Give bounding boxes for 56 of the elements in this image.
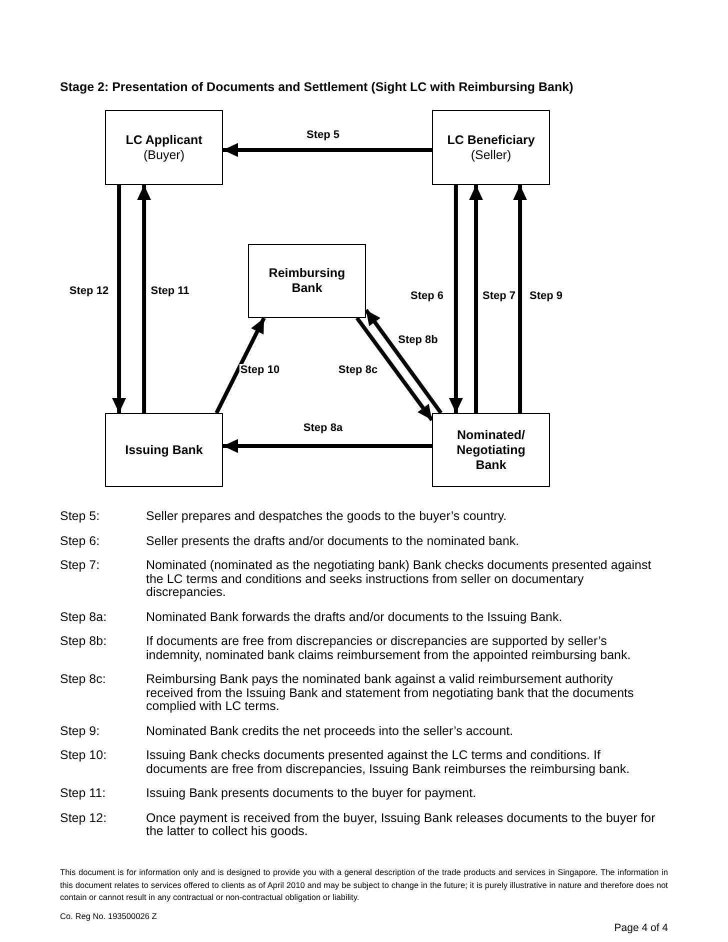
edge-label: Step 8c <box>337 364 379 376</box>
step-number: Step 6: <box>60 534 101 548</box>
disclaimer-text: This document is for information only and is designed to provide you with a general description of the trade products and services in Singapore. The information in this document relates to services offered to clients as of April 2010 and may be subject to change in the future; it is purely illustrative in nature and therefore does not contain or cannot result in any contractual or non-contractual obligation or liability. <box>60 866 668 904</box>
arrow <box>469 185 484 413</box>
step-description: Seller prepares and despatches the goods to the buyer’s country. <box>146 510 508 524</box>
step-description: Nominated (nominated as the negotiating bank) Bank checks documents presented against the LC terms and conditions and seeks instructions from seller on documentary discrepancies. <box>146 559 652 600</box>
page-number: Page 4 of 4 <box>614 922 668 934</box>
node-subtitle: (Buyer) <box>144 148 184 162</box>
arrow <box>223 439 432 453</box>
step-number: Step 7: <box>60 559 101 574</box>
edge-label: Step 10 <box>239 364 281 376</box>
node-title: LC Applicant <box>126 132 202 148</box>
step-description: Issuing Bank checks documents presented against the LC terms and conditions. If documents are free from discrepancies, Issuing Bank reimburses the reimbursing bank. <box>146 749 631 776</box>
edge-label: Step 8b <box>397 334 439 346</box>
step-number: Step 11: <box>60 787 107 800</box>
registration-number: Co. Reg No. 193500026 Z <box>60 911 157 921</box>
step-description: Reimbursing Bank pays the nominated bank against a valid reimbursement authority received from the Issuing Bank and statement from negotiating bank that the documents complied with LC terms. <box>146 673 635 714</box>
edge-label: Step 11 <box>150 285 190 297</box>
process-box <box>432 110 550 185</box>
edge-label: Step 12 <box>68 285 110 297</box>
step-description: If documents are free from discrepancies or discrepancies are supported by seller’s indemnity, nominated bank claims reimbursement from the appointed reimbursing bank. <box>146 635 632 662</box>
arrow <box>223 142 432 157</box>
node-title: LC Beneficiary <box>447 132 535 148</box>
arrow <box>137 185 152 413</box>
arrow <box>513 185 528 413</box>
node-subtitle: (Seller) <box>470 148 512 162</box>
step-number: Step 12: <box>60 812 108 827</box>
arrow <box>112 185 126 413</box>
edge-label: Step 9 <box>528 290 564 302</box>
arrow <box>214 317 266 414</box>
step-number: Step 9: <box>60 724 101 738</box>
arrow <box>355 316 434 422</box>
step-number: Step 8b: <box>60 635 108 650</box>
edge-label: Step 6 <box>410 290 444 302</box>
process-box <box>432 413 550 487</box>
arrow <box>448 185 463 413</box>
edge-label: Step 7 <box>482 290 516 302</box>
arrow <box>364 308 443 414</box>
step-description: Nominated Bank credits the net proceeds into the seller’s account. <box>146 724 514 738</box>
page-title: Stage 2: Presentation of Documents and Settlement (Sight LC with Reimbursing Bank) <box>60 80 574 94</box>
edge-label: Step 8a <box>302 422 344 434</box>
step-description: Issuing Bank presents documents to the buyer for payment. <box>146 787 478 800</box>
edge-label: Step 5 <box>306 129 340 141</box>
process-box <box>248 244 366 318</box>
step-number: Step 5: <box>60 510 101 524</box>
step-description: Once payment is received from the buyer, Issuing Bank releases documents to the buyer for the latter to collect his goods. <box>146 812 656 838</box>
step-number: Step 10: <box>60 749 108 764</box>
step-description: Seller presents the drafts and/or documents to the nominated bank. <box>146 534 520 548</box>
node-title: Reimbursing Bank <box>268 266 346 296</box>
node-title: Nominated/ Negotiating Bank <box>456 428 526 472</box>
node-title: Issuing Bank <box>125 442 203 458</box>
process-box <box>105 413 223 487</box>
process-box <box>105 110 223 185</box>
step-number: Step 8a: <box>60 610 108 624</box>
step-description: Nominated Bank forwards the drafts and/or documents to the Issuing Bank. <box>146 610 564 624</box>
step-number: Step 8c: <box>60 673 107 688</box>
